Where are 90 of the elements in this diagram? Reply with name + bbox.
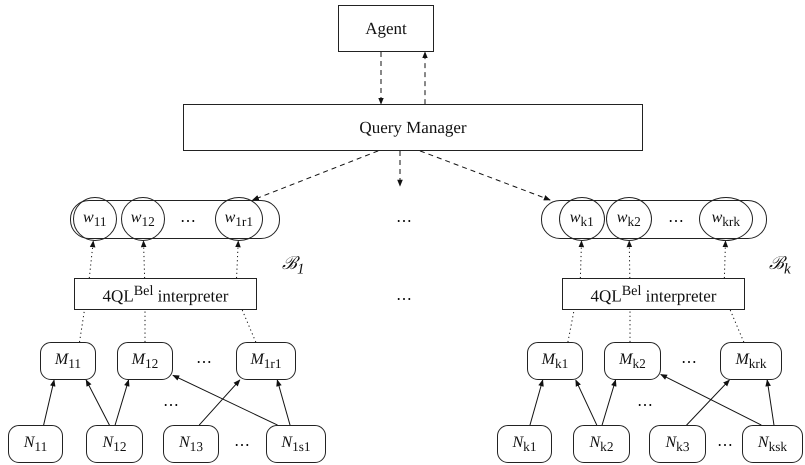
dotted-line — [242, 309, 256, 343]
node-label: 4QL$^{Bel}$ interpreter — [590, 284, 716, 304]
node-label: w$_{11}$ — [83, 210, 107, 228]
arrow — [198, 379, 240, 426]
set-label: ℬ$_{k}$ — [769, 252, 791, 279]
node-label: Query Manager — [359, 119, 467, 136]
node-label: w$_{k2}$ — [616, 210, 641, 228]
arrow — [686, 379, 730, 426]
world-circle — [72, 196, 117, 241]
node-label: N$_{k2}$ — [590, 434, 614, 454]
source-box — [649, 425, 706, 463]
arrow — [602, 379, 616, 426]
belief-base-container — [541, 200, 767, 239]
dotted-line — [88, 240, 96, 279]
dotted-line — [140, 240, 146, 279]
dashed-arrow — [252, 150, 379, 201]
node-label: Agent — [365, 20, 407, 37]
model-box — [236, 342, 296, 380]
node-label: M$_{12}$ — [132, 352, 158, 370]
arrow — [529, 379, 544, 426]
node-label: N$_{k1}$ — [512, 434, 536, 454]
belief-base-container — [70, 200, 280, 239]
source-box — [497, 425, 552, 463]
dotted-line — [626, 240, 632, 279]
node-label: M$_{krk}$ — [735, 352, 767, 370]
set-label: ℬ$_{1}$ — [282, 252, 304, 279]
node-label: 4QL$^{Bel}$ interpreter — [102, 284, 228, 304]
ellipsis: ⋯ — [681, 355, 697, 371]
dotted-line — [235, 240, 241, 279]
node-label: N$_{12}$ — [102, 434, 126, 454]
source-box — [742, 425, 803, 463]
arrow — [172, 374, 278, 426]
dotted-line — [578, 240, 584, 279]
arrow — [114, 379, 130, 426]
interpreter-box — [562, 278, 745, 310]
model-box — [117, 342, 173, 380]
node-label: M$_{k1}$ — [542, 352, 568, 370]
ellipsis: ⋯ — [163, 398, 179, 414]
dotted-line — [567, 309, 575, 343]
ellipsis: ⋯ — [717, 438, 733, 454]
node-label: w$_{krk}$ — [712, 210, 740, 228]
arrow — [575, 379, 598, 426]
dotted-line — [144, 309, 146, 343]
ellipsis: ⋯ — [396, 214, 412, 230]
arrow — [765, 379, 774, 426]
node-label: N$_{k3}$ — [666, 434, 690, 454]
model-box — [40, 342, 96, 380]
dotted-line — [79, 309, 85, 343]
arrow — [43, 379, 56, 426]
node-label: w$_{12}$ — [130, 210, 155, 228]
dotted-line — [722, 240, 728, 279]
node-label: N$_{13}$ — [179, 434, 203, 454]
ellipsis: ⋯ — [234, 438, 250, 454]
node-label: M$_{11}$ — [54, 352, 82, 370]
dotted-line — [730, 309, 744, 343]
dashed-arrow — [422, 51, 428, 105]
node-label: N$_{ksk}$ — [758, 434, 788, 454]
node-label: M$_{k2}$ — [619, 352, 646, 370]
node-label: N$_{11}$ — [24, 434, 48, 454]
interpreter-box — [74, 278, 257, 310]
ellipsis: ⋯ — [668, 214, 684, 230]
node-label: N$_{1s1}$ — [281, 434, 311, 454]
node-label: w$_{k1}$ — [570, 210, 594, 228]
manager-box — [183, 104, 643, 151]
source-box — [8, 425, 63, 463]
dashed-arrow — [378, 51, 384, 105]
arrow — [86, 379, 110, 426]
dashed-arrow — [397, 150, 403, 187]
source-box — [86, 425, 143, 463]
model-box — [527, 342, 583, 380]
model-box — [720, 342, 782, 380]
source-box — [163, 425, 219, 463]
world-circle — [120, 196, 165, 241]
world-circle — [558, 196, 605, 241]
ellipsis: ⋯ — [180, 214, 196, 230]
node-label: w$_{1r1}$ — [224, 210, 254, 228]
arrow — [660, 374, 762, 426]
agent-box — [338, 5, 434, 52]
world-circle — [214, 196, 263, 241]
world-circle — [606, 196, 652, 241]
source-box — [573, 425, 630, 463]
ellipsis: ⋯ — [196, 355, 212, 371]
world-circle — [698, 196, 753, 241]
arrow — [276, 379, 291, 426]
dashed-arrow — [420, 150, 551, 201]
model-box — [604, 342, 661, 380]
ellipsis: ⋯ — [396, 292, 412, 308]
node-label: M$_{1r1}$ — [250, 352, 282, 370]
ellipsis: ⋯ — [637, 398, 653, 414]
source-box — [266, 425, 326, 463]
